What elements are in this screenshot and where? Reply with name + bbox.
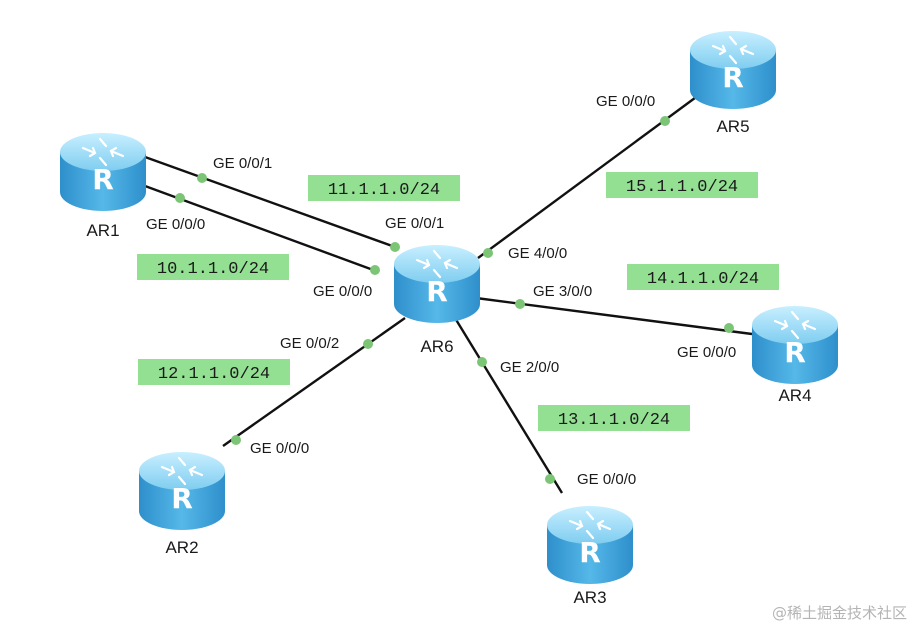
port-dot xyxy=(477,357,487,367)
subnet-text: 11.1.1.0/24 xyxy=(328,181,440,200)
router-name: AR4 xyxy=(778,386,811,405)
router-ar4[interactable]: AR4 xyxy=(750,304,840,405)
port-label-ar4: GE 0/0/0 xyxy=(677,344,736,361)
port-label-ar1: GE 0/0/0 xyxy=(146,216,205,233)
link-ar1-ar6 xyxy=(144,155,396,249)
port-label-ar6: GE 3/0/0 xyxy=(533,283,592,300)
port-label-ar6: GE 2/0/0 xyxy=(500,359,559,376)
router-ar1[interactable]: AR1 xyxy=(58,131,148,240)
link-ar3-ar6 xyxy=(453,317,564,494)
subnet-label-background xyxy=(606,172,758,198)
subnet-label-background xyxy=(627,264,779,290)
router-icon xyxy=(137,450,227,532)
subnet-label-background xyxy=(137,254,289,280)
port-dot xyxy=(515,299,525,309)
subnet-text: 10.1.1.0/24 xyxy=(157,260,269,279)
port-dot xyxy=(370,265,380,275)
router-ar2[interactable]: AR2 xyxy=(137,450,227,557)
port-dot xyxy=(660,116,670,126)
subnet-text: 13.1.1.0/24 xyxy=(558,411,670,430)
port-dot xyxy=(175,193,185,203)
subnet-label: 14.1.1.0/24 xyxy=(627,264,779,290)
router-name: AR3 xyxy=(573,588,606,607)
router-name: AR5 xyxy=(716,117,749,136)
subnet-label: 10.1.1.0/24 xyxy=(137,254,289,280)
router-name: AR2 xyxy=(165,538,198,557)
port-label-ar5: GE 0/0/0 xyxy=(596,93,655,110)
subnet-label: 13.1.1.0/24 xyxy=(538,405,690,431)
subnet-text: 15.1.1.0/24 xyxy=(626,178,738,197)
router-icon xyxy=(392,243,482,325)
subnet-label-background xyxy=(138,359,290,385)
subnet-label: 11.1.1.0/24 xyxy=(308,175,460,201)
port-label-ar6: GE 0/0/1 xyxy=(385,215,444,232)
port-label-ar3: GE 0/0/0 xyxy=(577,471,636,488)
subnet-label-background xyxy=(308,175,460,201)
port-label-ar6: GE 4/0/0 xyxy=(508,245,567,262)
port-dot xyxy=(545,474,555,484)
subnet-text: 14.1.1.0/24 xyxy=(647,270,759,289)
port-dot xyxy=(390,242,400,252)
router-icon xyxy=(750,304,840,386)
subnet-text: 12.1.1.0/24 xyxy=(158,365,270,384)
router-ar3[interactable]: AR3 xyxy=(545,504,635,607)
port-dot xyxy=(197,173,207,183)
router-name: AR6 xyxy=(420,337,453,356)
router-icon xyxy=(58,131,148,213)
subnet-label: 15.1.1.0/24 xyxy=(606,172,758,198)
router-name: AR1 xyxy=(86,221,119,240)
port-dot xyxy=(363,339,373,349)
watermark-text: @稀土掘金技术社区 xyxy=(771,604,907,622)
subnet-label-background xyxy=(538,405,690,431)
router-ar6[interactable]: AR6 xyxy=(392,243,482,356)
subnet-label: 12.1.1.0/24 xyxy=(138,359,290,385)
port-label-ar1: GE 0/0/1 xyxy=(213,155,272,172)
port-dot xyxy=(483,248,493,258)
router-ar5[interactable]: AR5 xyxy=(688,29,778,136)
port-dot xyxy=(724,323,734,333)
link-ar2-ar6 xyxy=(222,317,406,447)
router-icon xyxy=(688,29,778,111)
router-icon xyxy=(545,504,635,586)
port-label-ar6: GE 0/0/2 xyxy=(280,335,339,352)
port-label-ar6: GE 0/0/0 xyxy=(313,283,372,300)
port-dot xyxy=(231,435,241,445)
port-label-ar2: GE 0/0/0 xyxy=(250,440,309,457)
